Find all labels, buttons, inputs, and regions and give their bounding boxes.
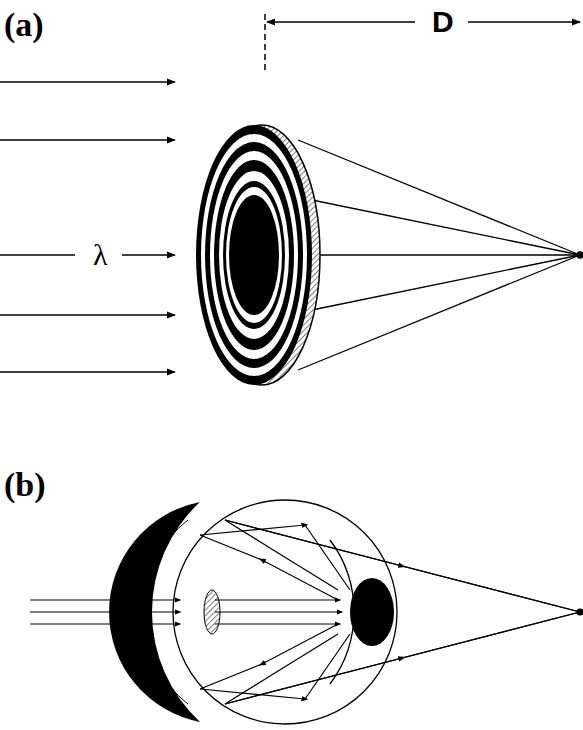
incident-rays bbox=[0, 82, 175, 372]
mirror-rays bbox=[30, 520, 583, 704]
zone-plate bbox=[196, 125, 320, 385]
focusing-rays bbox=[298, 140, 583, 370]
dimension-label: D bbox=[430, 7, 456, 37]
wavelength-symbol: λ bbox=[91, 240, 110, 270]
panel-label: (a) bbox=[4, 8, 44, 42]
dimension-d bbox=[265, 14, 580, 70]
panel-label: (b) bbox=[4, 468, 46, 502]
